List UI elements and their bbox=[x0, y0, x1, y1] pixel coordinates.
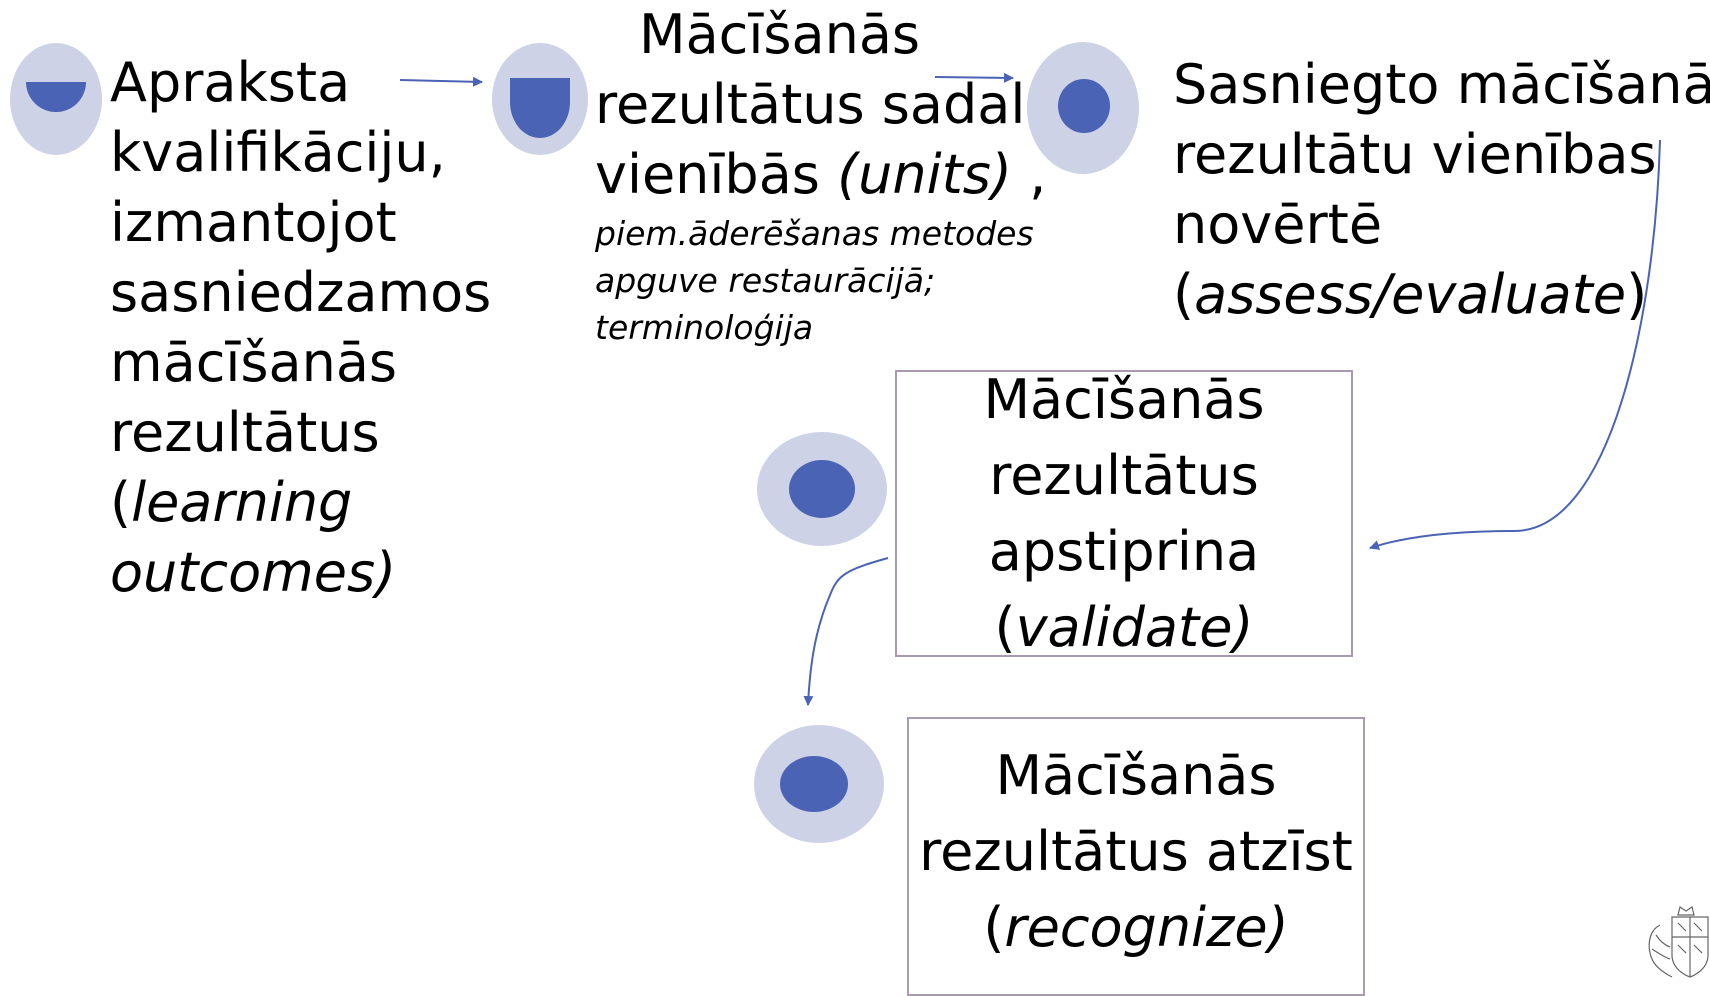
dot-bullet-icon bbox=[754, 725, 884, 843]
paren: ( bbox=[994, 596, 1016, 659]
dot-bullet-icon bbox=[757, 432, 887, 546]
step1-text: Apraksta kvalifikāciju, izmantojot sasni… bbox=[110, 48, 491, 608]
arrow-step1-to-step2 bbox=[399, 76, 483, 87]
step4-box bbox=[895, 370, 1353, 657]
step1-term-line: outcomes) bbox=[110, 538, 491, 608]
arrow-step4-to-step5 bbox=[803, 557, 889, 706]
step3-text: Sasniegto mācīšanās rezultātu vienības n… bbox=[1173, 50, 1710, 330]
step3-term-line: (assess/evaluate) bbox=[1173, 260, 1710, 330]
step5-term-line: (recognize) bbox=[907, 890, 1365, 966]
step1-line: rezultātus bbox=[110, 401, 380, 464]
term-units: (units) bbox=[837, 143, 1012, 206]
step4-text: Mācīšanās rezultātus apstiprina (validat… bbox=[895, 362, 1353, 666]
paren: ( bbox=[983, 896, 1005, 959]
step5-text: Mācīšanās rezultātus atzīst (recognize) bbox=[907, 738, 1365, 966]
step1-line: Apraksta bbox=[110, 51, 351, 114]
term-validate: validate) bbox=[1015, 596, 1254, 659]
step2-text: Mācīšanās rezultātus sadala vienībās (un… bbox=[595, 0, 1058, 210]
step1-line: izmantojot bbox=[110, 191, 397, 254]
step2-note: piem.āderēšanas metodes apguve restaurāc… bbox=[595, 210, 1034, 351]
step4-line: Mācīšanās bbox=[983, 368, 1265, 431]
step2-line-2: rezultātus sadala bbox=[595, 73, 1059, 136]
step1-line: mācīšanās bbox=[110, 331, 398, 394]
step5-line: rezultātus atzīst bbox=[919, 820, 1353, 883]
step2-suffix: , bbox=[1011, 143, 1047, 206]
step1-line: kvalifikāciju, bbox=[110, 121, 446, 184]
step2-line-1: Mācīšanās bbox=[639, 3, 921, 66]
note-line: piem.āderēšanas metodes bbox=[595, 214, 1034, 253]
note-line: terminoloģija bbox=[595, 308, 814, 347]
term-learning: learning bbox=[131, 471, 353, 534]
term-outcomes: outcomes) bbox=[110, 541, 397, 604]
step4-line: rezultātus bbox=[989, 444, 1259, 507]
step4-term-line: (validate) bbox=[895, 590, 1353, 666]
step4-line: apstiprina bbox=[988, 520, 1260, 583]
dot-bullet-icon bbox=[1027, 42, 1139, 174]
term-recognize: recognize) bbox=[1004, 896, 1289, 959]
half-disc-bullet-icon bbox=[10, 43, 102, 155]
bowl-bullet-icon bbox=[492, 43, 588, 155]
step1-term-line: (learning bbox=[110, 468, 491, 538]
note-line: apguve restaurācijā; bbox=[595, 261, 936, 300]
paren: ( bbox=[1173, 263, 1195, 326]
step5-line: Mācīšanās bbox=[995, 744, 1277, 807]
term-assess: assess/evaluate bbox=[1194, 263, 1627, 326]
step3-line: novērtē bbox=[1173, 193, 1383, 256]
arrow-step3-to-step4 bbox=[1369, 139, 1661, 550]
paren: ) bbox=[1626, 263, 1648, 326]
arrow-step2-to-step3 bbox=[934, 72, 1014, 83]
step1-line: sasniedzamos bbox=[110, 261, 492, 324]
step3-line: Sasniegto mācīšanās bbox=[1173, 53, 1710, 116]
step2-line-3: vienībās (units) , bbox=[595, 140, 1058, 210]
step3-line: rezultātu vienības bbox=[1173, 123, 1657, 186]
paren: ( bbox=[110, 471, 132, 534]
step2-prefix: vienībās bbox=[595, 143, 838, 206]
coat-of-arms-icon bbox=[1648, 906, 1709, 978]
